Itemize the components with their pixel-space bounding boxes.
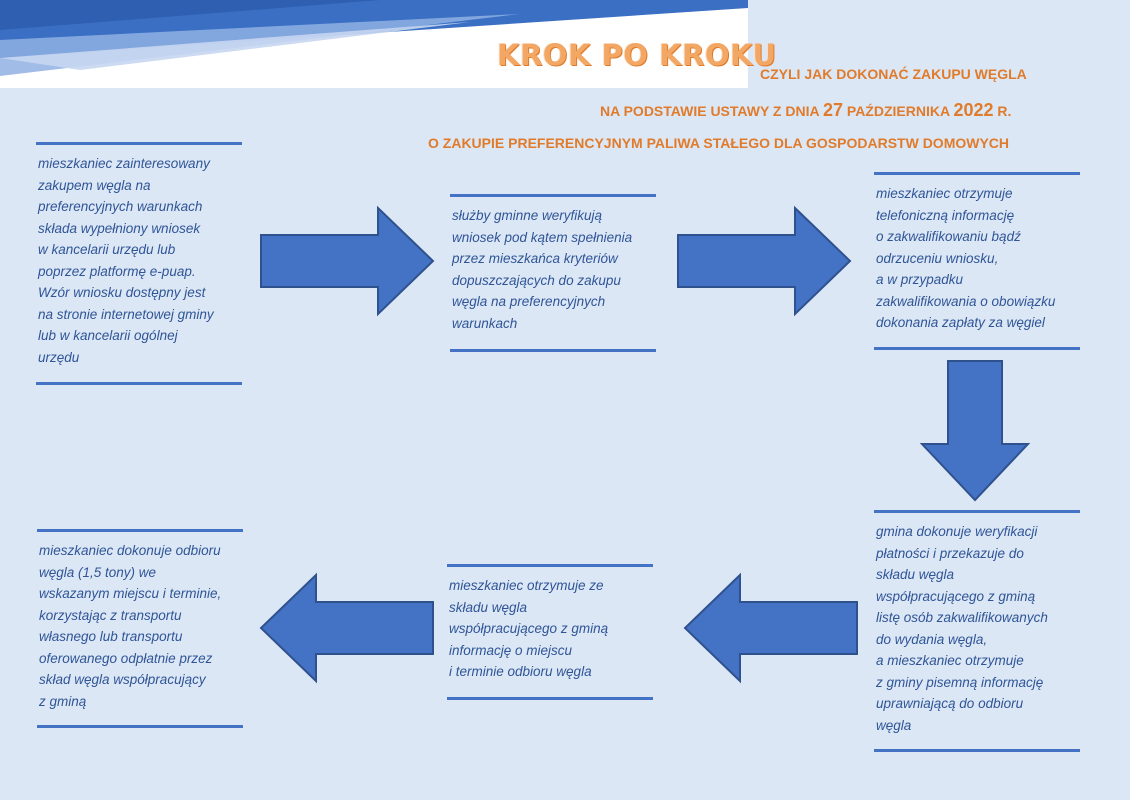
- step-2-verify-application: służby gminne weryfikują wniosek pod kąt…: [450, 194, 656, 352]
- arrow-right-icon: [677, 205, 852, 317]
- header-banner: [0, 0, 748, 88]
- step-3-phone-information: mieszkaniec otrzymuje telefoniczną infor…: [874, 172, 1080, 350]
- subtitle-line-1: CZYLI JAK DOKONAĆ ZAKUPU WĘGLA: [760, 66, 1027, 82]
- subtitle-line-2: NA PODSTAWIE USTAWY Z DNIA 27 PAŹDZIERNI…: [600, 100, 1012, 120]
- step-6-coal-pickup: mieszkaniec dokonuje odbioru węgla (1,5 …: [37, 529, 243, 728]
- arrow-left-icon: [259, 572, 434, 684]
- page-title: KROK PO KROKU: [497, 38, 777, 72]
- arrow-left-icon: [683, 572, 858, 684]
- header-decoration: [0, 0, 748, 76]
- arrow-down-icon: [919, 360, 1031, 502]
- step-5-pickup-information: mieszkaniec otrzymuje ze składu węgla ws…: [447, 564, 653, 700]
- arrow-right-icon: [260, 205, 435, 317]
- step-1-submit-application: mieszkaniec zainteresowany zakupem węgla…: [36, 142, 242, 385]
- subtitle-line-3: O ZAKUPIE PREFERENCYJNYM PALIWA STAŁEGO …: [428, 135, 1010, 151]
- step-4-payment-verification: gmina dokonuje weryfikacji płatności i p…: [874, 510, 1080, 752]
